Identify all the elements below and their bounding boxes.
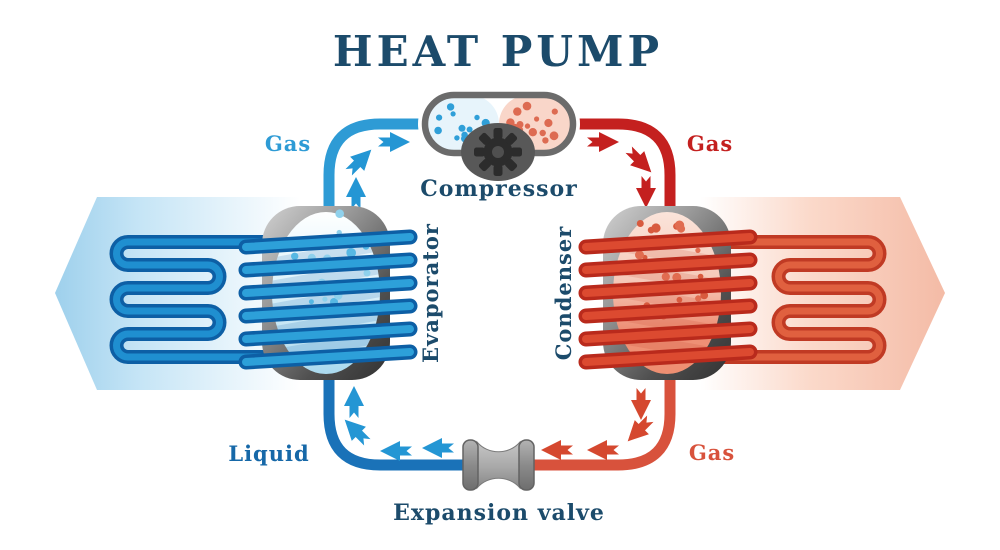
flow-arrow-icon [422, 438, 454, 458]
evaporator-vessel [238, 206, 418, 380]
condenser-serpentine-coil [688, 235, 887, 364]
compressor-to-condenser-pipe [566, 118, 676, 246]
condenser-vessel [578, 206, 758, 380]
gear-icon [461, 123, 535, 181]
evaporator-label: Evaporator [418, 223, 443, 363]
flow-arrow-icon [344, 386, 364, 418]
compressor-label: Compressor [420, 176, 577, 202]
flow-arrow-icon [337, 412, 375, 450]
gas-label-cooled: Gas [689, 440, 735, 465]
gas-label-cold: Gas [265, 131, 311, 156]
flow-arrow-icon [620, 411, 658, 449]
flow-arrow-icon [636, 176, 656, 208]
compressor-unit [418, 88, 580, 181]
flow-arrow-icon [341, 142, 379, 180]
valve-to-evaporator-pipe [323, 339, 478, 471]
page-title: HEAT PUMP [333, 27, 663, 76]
liquid-label: Liquid [228, 441, 309, 466]
evaporator-to-compressor-pipe [323, 118, 432, 246]
flow-arrow-icon [587, 132, 619, 152]
expansion-valve [462, 439, 535, 491]
evaporator-serpentine-coil [109, 235, 312, 364]
flow-arrow-icon [587, 440, 619, 460]
flow-arrow-icon [631, 388, 651, 420]
flow-arrow-icon [378, 132, 410, 152]
expansion-valve-left-cap [462, 439, 479, 491]
flow-arrow-icon [621, 142, 659, 180]
flow-arrow-icon [541, 440, 573, 460]
expansion-valve-body [476, 440, 521, 490]
condenser-label: Condenser [551, 226, 576, 361]
evaporator-coil-wraps [238, 229, 418, 370]
flow-arrow-icon [346, 177, 366, 209]
expansion-valve-right-cap [518, 439, 535, 491]
gas-label-hot: Gas [687, 131, 733, 156]
condenser-to-valve-pipe [520, 339, 676, 471]
condenser-coil-wraps [578, 229, 758, 370]
flow-arrow-icon [380, 441, 412, 461]
expansion-valve-label: Expansion valve [393, 500, 605, 526]
